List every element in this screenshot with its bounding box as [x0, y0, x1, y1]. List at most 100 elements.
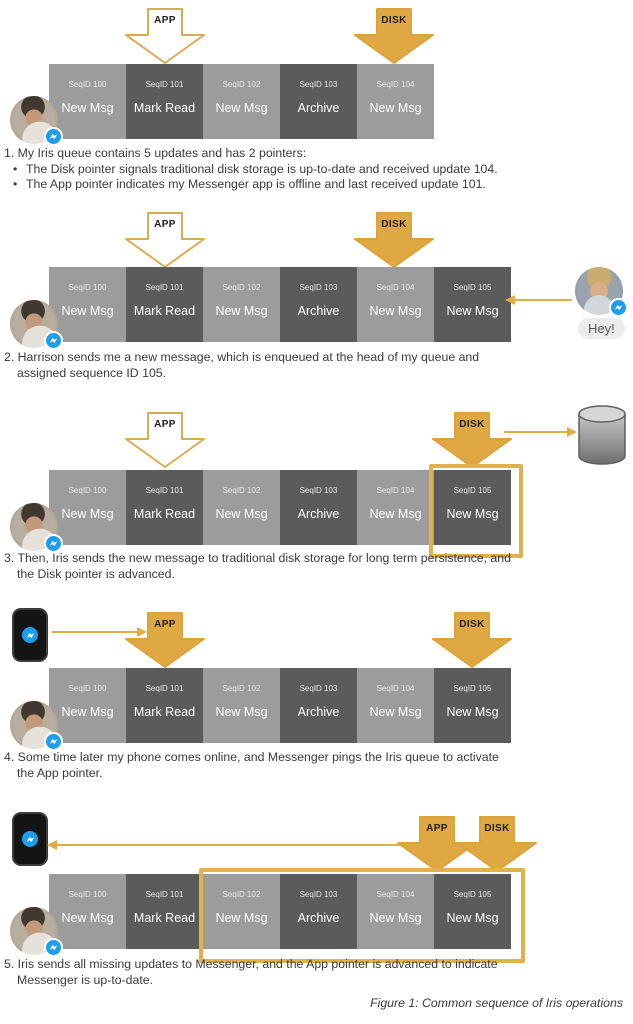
down-arrow-icon [125, 612, 205, 668]
iris-queue: SeqID 100 New Msg SeqID 101 Mark Read Se… [49, 267, 511, 342]
iris-queue: SeqID 100 New Msg SeqID 101 Mark Read Se… [49, 470, 511, 545]
arrow-from-harrison [505, 295, 572, 305]
app-pointer-arrow: APP [125, 212, 205, 268]
caption-bullet-line: • The App pointer indicates my Messenger… [4, 177, 498, 193]
queue-cell-action: New Msg [446, 507, 499, 521]
queue-cell: SeqID 101 Mark Read [126, 64, 203, 139]
step-caption: 5. Iris sends all missing updates to Mes… [4, 957, 498, 988]
queue-cell-action: Archive [297, 911, 340, 925]
harrison-avatar [575, 267, 628, 317]
user-avatar [10, 701, 63, 751]
disk-pointer-label: DISK [484, 823, 510, 834]
down-arrow-icon [397, 816, 477, 872]
queue-cell: SeqID 104 New Msg [357, 64, 434, 139]
queue-cell-action: New Msg [215, 304, 268, 318]
queue-cell: SeqID 102 New Msg [203, 668, 280, 743]
step-caption: 3. Then, Iris sends the new message to t… [4, 551, 511, 582]
queue-cell-action: New Msg [215, 911, 268, 925]
queue-cell: SeqID 101 Mark Read [126, 267, 203, 342]
highlight-box [429, 464, 523, 558]
queue-cell: SeqID 105 New Msg [434, 874, 511, 949]
queue-cell-action: Mark Read [133, 101, 196, 115]
disk-pointer-arrow: DISK [432, 412, 512, 468]
queue-cell: SeqID 105 New Msg [434, 470, 511, 545]
queue-cell: SeqID 103 Archive [280, 668, 357, 743]
step-caption: 4. Some time later my phone comes online… [4, 750, 499, 781]
down-arrow-icon [125, 412, 205, 468]
queue-cell-action: New Msg [446, 911, 499, 925]
phone-icon [12, 608, 48, 662]
disk-pointer-label: DISK [459, 419, 485, 430]
disk-cylinder-icon [577, 404, 627, 471]
queue-cell: SeqID 105 New Msg [434, 267, 511, 342]
queue-cell-seqid: SeqID 100 [68, 80, 107, 89]
messenger-badge-icon [44, 938, 63, 957]
disk-pointer-label: DISK [381, 15, 407, 26]
queue-cell-action: New Msg [61, 705, 114, 719]
step-caption: 1. My Iris queue contains 5 updates and … [4, 146, 498, 193]
queue-cell-seqid: SeqID 100 [68, 486, 107, 495]
queue-cell: SeqID 103 Archive [280, 267, 357, 342]
queue-cell-action: Mark Read [133, 911, 196, 925]
caption-bullets: • The Disk pointer signals traditional d… [4, 162, 498, 193]
messenger-bolt-glyph [49, 540, 58, 547]
messenger-bolt-glyph [614, 304, 623, 311]
caption-bullet-line: • The Disk pointer signals traditional d… [4, 162, 498, 178]
user-avatar [10, 907, 63, 957]
queue-cell-seqid: SeqID 101 [145, 283, 184, 292]
down-arrow-icon [125, 212, 205, 268]
queue-cell-seqid: SeqID 104 [376, 80, 415, 89]
app-pointer-arrow: APP [125, 8, 205, 64]
queue-cell-action: New Msg [61, 304, 114, 318]
queue-cell-seqid: SeqID 100 [68, 283, 107, 292]
queue-cell: SeqID 102 New Msg [203, 470, 280, 545]
queue-cell-seqid: SeqID 105 [453, 486, 492, 495]
messenger-bolt-glyph [49, 944, 58, 951]
queue-cell-seqid: SeqID 102 [222, 684, 261, 693]
queue-cell: SeqID 104 New Msg [357, 470, 434, 545]
queue-cell-seqid: SeqID 102 [222, 890, 261, 899]
queue-cell-seqid: SeqID 105 [453, 684, 492, 693]
queue-cell: SeqID 103 Archive [280, 874, 357, 949]
queue-cell: SeqID 103 Archive [280, 64, 357, 139]
highlight-box [199, 868, 525, 963]
app-pointer-label: APP [154, 419, 176, 430]
queue-cell-seqid: SeqID 105 [453, 283, 492, 292]
messenger-bolt-glyph [26, 836, 34, 842]
queue-cell-action: New Msg [446, 705, 499, 719]
user-avatar [10, 300, 63, 350]
caption-line: 2. Harrison sends me a new message, whic… [4, 350, 480, 364]
step-1: APP DISK SeqID 100 New Msg SeqID 101 Mar… [0, 0, 633, 207]
messenger-bolt-glyph [49, 337, 58, 344]
user-avatar [10, 503, 63, 553]
caption-line: the Disk pointer is advanced. [17, 566, 175, 581]
messenger-bolt-glyph [26, 632, 34, 638]
caption-line: 5. Iris sends all missing updates to Mes… [4, 957, 498, 971]
speech-bubble: Hey! [578, 318, 625, 339]
phone-icon [12, 812, 48, 866]
queue-cell-seqid: SeqID 102 [222, 283, 261, 292]
caption-bullet-text: The Disk pointer signals traditional dis… [26, 161, 498, 176]
queue-cell: SeqID 105 New Msg [434, 668, 511, 743]
disk-pointer-arrow: DISK [432, 612, 512, 668]
queue-cell: SeqID 100 New Msg [49, 874, 126, 949]
queue-cell: SeqID 104 New Msg [357, 668, 434, 743]
down-arrow-icon [125, 8, 205, 64]
step-5: APP DISK SeqID 100 New Msg SeqID 101 Mar… [0, 800, 633, 1024]
down-arrow-icon [432, 412, 512, 468]
disk-pointer-label: DISK [459, 619, 485, 630]
queue-cell: SeqID 103 Archive [280, 470, 357, 545]
queue-cell-action: New Msg [446, 304, 499, 318]
app-pointer-arrow: APP [125, 612, 205, 668]
queue-cell-action: New Msg [369, 304, 422, 318]
disk-pointer-label: DISK [381, 219, 407, 230]
queue-cell-action: Mark Read [133, 304, 196, 318]
queue-cell: SeqID 104 New Msg [357, 874, 434, 949]
messenger-bolt-glyph [49, 738, 58, 745]
queue-cell-seqid: SeqID 103 [299, 80, 338, 89]
iris-queue: SeqID 100 New Msg SeqID 101 Mark Read Se… [49, 668, 511, 743]
queue-cell-seqid: SeqID 100 [68, 890, 107, 899]
queue-cell-seqid: SeqID 102 [222, 80, 261, 89]
arrow-phone-to-app [52, 627, 147, 637]
disk-pointer-arrow: DISK [354, 212, 434, 268]
